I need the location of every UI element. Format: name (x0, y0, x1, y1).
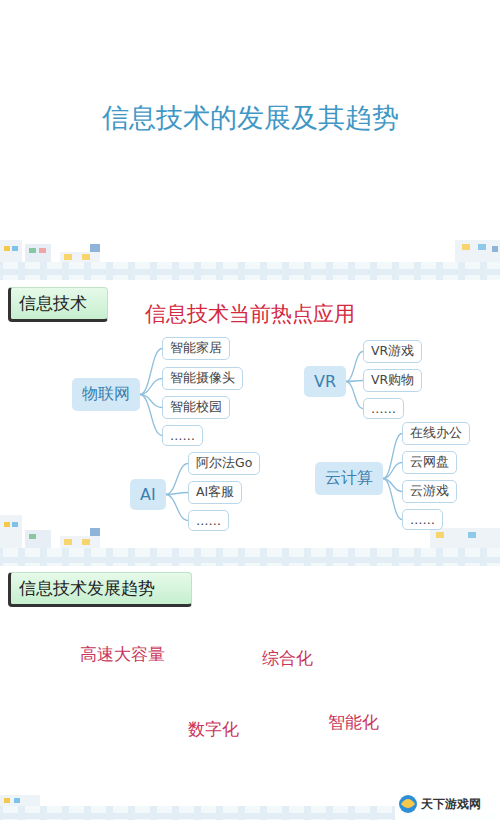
node-text: 阿尔法Go (196, 455, 252, 470)
branch-box: …… (188, 510, 229, 531)
branch-line (346, 352, 363, 382)
topic-box: 物联网 (72, 378, 140, 411)
branch-box: 智能家居 (162, 337, 230, 360)
node-text: 智能校园 (170, 399, 222, 414)
branch-box: 阿尔法Go (188, 452, 260, 475)
branch-line (166, 495, 188, 521)
node-text: VR购物 (371, 372, 414, 387)
trend-label: 智能化 (328, 712, 379, 732)
trend-label-block: 综合化 (262, 647, 313, 670)
branch-box: 智能摄像头 (162, 367, 243, 390)
trend-label-block: 高速大容量 (80, 643, 165, 666)
section-heading: 信息技术当前热点应用 (145, 302, 355, 326)
branch-box: …… (363, 398, 404, 419)
node-text: …… (170, 428, 195, 443)
section-heading-block: 信息技术当前热点应用 (0, 300, 500, 328)
branch-box: 云网盘 (402, 451, 457, 474)
node-text: 云网盘 (410, 454, 449, 469)
trend-label: 综合化 (262, 648, 313, 668)
branch-box: …… (402, 509, 443, 530)
branch-line (383, 463, 402, 479)
trend-label: 数字化 (188, 719, 239, 739)
node-text: 智能摄像头 (170, 370, 235, 385)
topic-box: 云计算 (315, 462, 383, 495)
node-text: 信息技术 (19, 293, 87, 313)
title-block: 信息技术的发展及其趋势 (0, 100, 500, 136)
node-text: AI客服 (196, 484, 234, 499)
node-text: VR (314, 372, 336, 391)
watermark: 天下游戏网 (421, 797, 481, 811)
branch-box: 在线办公 (402, 422, 470, 445)
branch-line (166, 493, 188, 495)
title: 信息技术的发展及其趋势 (102, 102, 399, 133)
top-strip (0, 240, 500, 280)
node-text: …… (196, 513, 221, 528)
branch-box: …… (162, 425, 203, 446)
branch-line (383, 479, 402, 520)
watermark-logo (395, 788, 500, 820)
node-text: 云游戏 (410, 483, 449, 498)
node-text: 信息技术发展趋势 (19, 578, 155, 598)
trend-label-block: 智能化 (328, 711, 379, 734)
watermark-block: 天下游戏网 (421, 796, 481, 813)
branch-box: VR游戏 (363, 340, 422, 363)
node-text: 智能家居 (170, 340, 222, 355)
topic-box: VR (304, 366, 346, 397)
branch-box: 智能校园 (162, 396, 230, 419)
branch-line (140, 379, 162, 395)
branch-box: VR购物 (363, 369, 422, 392)
branch-box: AI客服 (188, 481, 242, 504)
node-text: AI (140, 485, 156, 504)
branch-line (140, 395, 162, 436)
node-text: VR游戏 (371, 343, 414, 358)
branch-line (383, 434, 402, 479)
branch-line (346, 382, 363, 409)
topic-box: AI (130, 479, 166, 510)
node-text: 物联网 (82, 384, 130, 403)
branch-line (140, 349, 162, 395)
branch-line (346, 381, 363, 382)
node-text: 云计算 (325, 468, 373, 487)
node-text: 在线办公 (410, 425, 462, 440)
node-text: …… (410, 512, 435, 527)
branch-line (166, 464, 188, 495)
section-tag: 信息技术发展趋势 (8, 572, 192, 607)
branch-box: 云游戏 (402, 480, 457, 503)
trend-label: 高速大容量 (80, 644, 165, 664)
node-text: …… (371, 401, 396, 416)
section-tag: 信息技术 (8, 287, 108, 322)
trend-label-block: 数字化 (188, 718, 239, 741)
